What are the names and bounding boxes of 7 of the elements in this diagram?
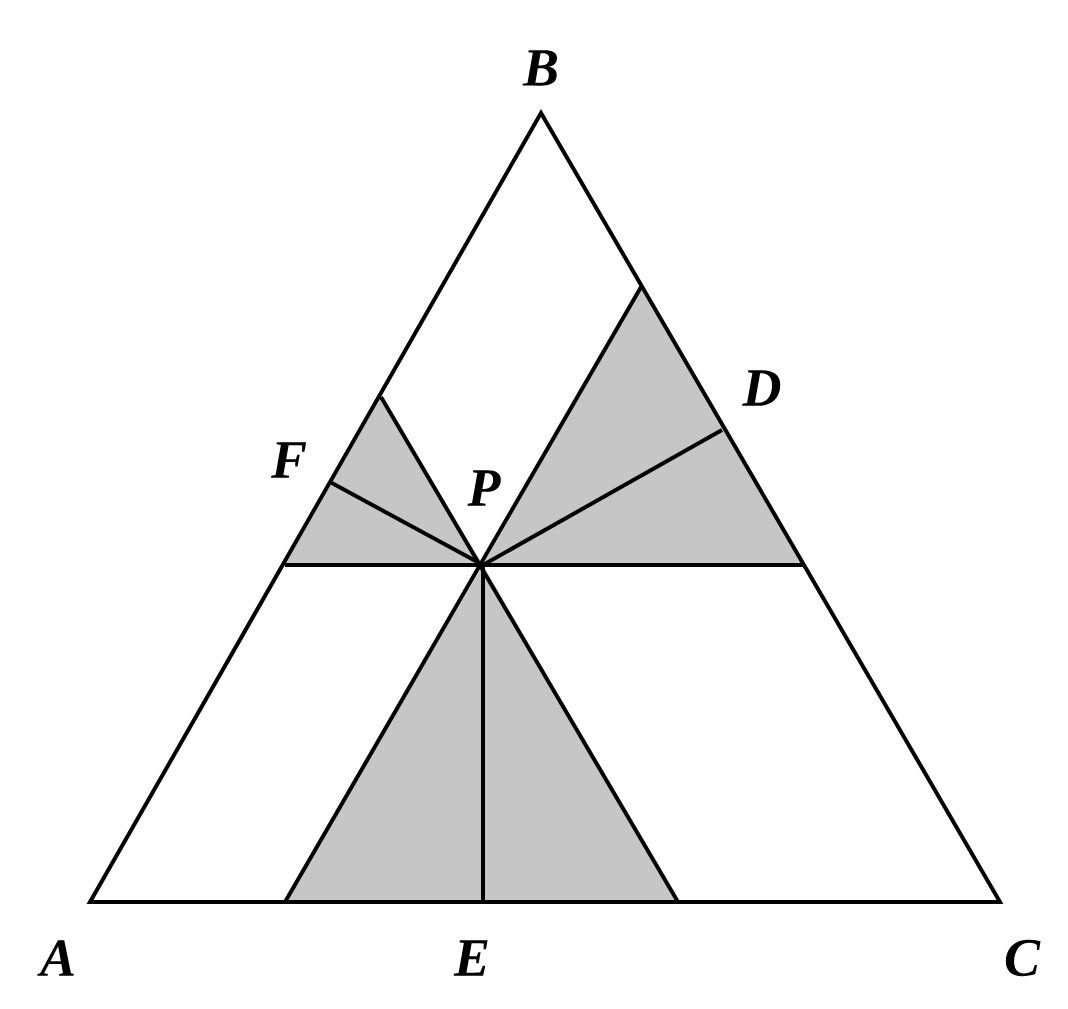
- point-label: F: [270, 442, 307, 478]
- point-label: C: [1005, 939, 1041, 977]
- point-label: B: [522, 50, 557, 86]
- point-label: A: [37, 940, 74, 976]
- point-label: P: [467, 470, 501, 506]
- point-label: E: [453, 940, 488, 976]
- point-label: D: [742, 370, 781, 406]
